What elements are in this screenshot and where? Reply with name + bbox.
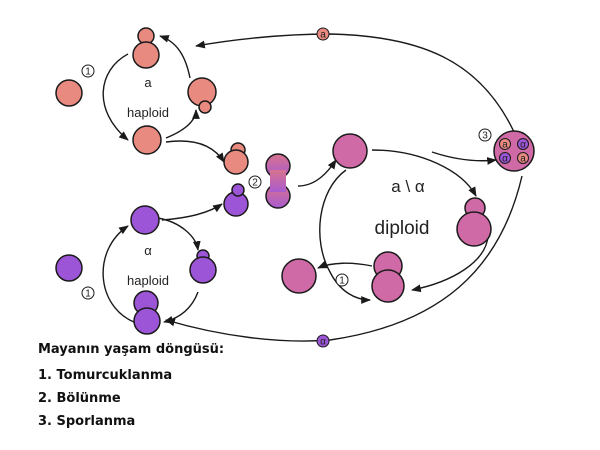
legend-title: Mayanın yaşam döngüsü: [38, 342, 225, 357]
arrow-a-top [159, 35, 191, 79]
diploid-cycle [281, 133, 492, 303]
spore-markers: a α [316, 27, 330, 348]
ascus-spore-3 [517, 138, 529, 150]
diploid-letter: a \ α [391, 177, 425, 196]
arrow-return-a [195, 33, 515, 133]
haploid-a-label: haploid [127, 105, 169, 120]
haploid-alpha-cell-top [130, 205, 160, 235]
diploid-cell-top [332, 133, 368, 169]
arrow-diploid-right [371, 149, 477, 197]
arrow-a-right [165, 109, 200, 139]
spore-a-label: a [320, 30, 326, 41]
arrow-diploid-down [411, 235, 489, 293]
arrow-fusion-to-diploid [297, 159, 337, 187]
arrow-diploid-to-ascus [431, 151, 497, 165]
arrow-return-alpha [165, 175, 523, 342]
fusion-cells [223, 142, 291, 217]
step-marker-fusion [248, 175, 262, 189]
diploid-cell-budding-lower [371, 269, 405, 303]
haploid-alpha-letter: α [144, 243, 152, 258]
fusion-alpha-bud [231, 183, 245, 197]
arrow-a-to-fusion [165, 140, 225, 163]
step-marker-a [81, 64, 95, 78]
legend-item-sporulation: 3. Sporlanma [38, 414, 136, 429]
arrow-a-left [102, 53, 129, 141]
step-markers [81, 64, 492, 300]
haploid-alpha-label: haploid [127, 273, 169, 288]
step-marker-diploid [335, 273, 349, 287]
step-number-alpha: 1 [85, 289, 91, 300]
ascus-spore-3-label: α [520, 140, 526, 151]
haploid-a-cell-left [55, 79, 83, 107]
haploid-alpha-cell-right [189, 256, 217, 284]
haploid-alpha-cell-budding-lower [133, 307, 161, 335]
arrow-diploid-bud [317, 260, 373, 269]
step-number-fusion: 2 [252, 178, 258, 189]
haploid-a-cell-bottom [132, 125, 162, 155]
haploid-a-letter: a [144, 75, 152, 90]
arrow-alpha-right [163, 291, 199, 324]
ascus-spore-4 [499, 152, 511, 164]
diploid-cell-right [456, 211, 492, 247]
step-marker-alpha [81, 286, 95, 300]
step-number-ascus: 3 [482, 131, 488, 142]
arrow-alpha-left [102, 225, 135, 323]
haploid-alpha-cell-left [55, 254, 83, 282]
ascus-spore-4-label: α [502, 154, 508, 165]
haploid-a-bud-right [198, 100, 212, 114]
step-marker-ascus [478, 128, 492, 142]
spore-alpha-marker [316, 334, 330, 348]
ascus-cell [493, 130, 535, 172]
diploid-cell-left [281, 258, 317, 294]
spore-a-marker [316, 27, 330, 41]
arrow-alpha-top [157, 217, 201, 251]
step-number-diploid: 1 [339, 276, 345, 287]
cycle-arrows [102, 33, 523, 342]
legend-item-division: 2. Bölünme [38, 391, 121, 406]
legend-item-budding: 1. Tomurcuklanma [38, 368, 173, 383]
haploid-a-cycle [55, 27, 217, 155]
arrow-alpha-to-fusion [161, 203, 223, 221]
ascus-spore-1-label: a [502, 140, 508, 151]
haploid-a-cell-budding [132, 41, 160, 69]
ascus-spore-2-label: a [520, 154, 526, 165]
fused-cell-neck [270, 170, 286, 192]
spore-alpha-label: α [320, 337, 326, 348]
ascus-spore-2 [517, 152, 529, 164]
ascus: a a α α [493, 130, 535, 172]
haploid-alpha-cycle [55, 205, 217, 335]
step-number-a: 1 [85, 67, 91, 78]
fusion-a-cell [223, 149, 249, 175]
ascus-spore-1 [499, 138, 511, 150]
diploid-label: diploid [375, 218, 430, 239]
